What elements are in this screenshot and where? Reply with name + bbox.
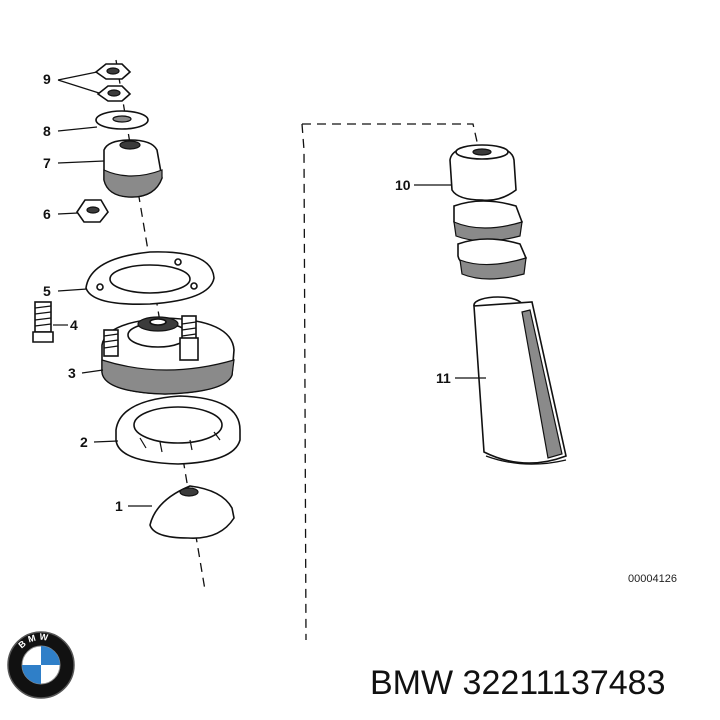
- svg-text:9: 9: [43, 71, 51, 87]
- callout-11: 11: [436, 370, 486, 386]
- part-9-nuts: [94, 63, 132, 102]
- part-3-mount: [101, 315, 235, 395]
- callout-5: 5: [43, 283, 88, 299]
- svg-text:8: 8: [43, 123, 51, 139]
- right-frame-vertical: [301, 123, 307, 641]
- callout-4: 4: [53, 317, 78, 333]
- bmw-logo-icon: BMW: [7, 631, 75, 699]
- svg-text:2: 2: [80, 434, 88, 450]
- part-5-gasket: [85, 251, 215, 305]
- svg-text:11: 11: [436, 370, 451, 386]
- part-2-ring: [115, 395, 241, 465]
- callout-10: 10: [395, 177, 452, 193]
- part-11-boot: [473, 296, 567, 465]
- part-4-bolt: [32, 301, 54, 343]
- svg-text:5: 5: [43, 283, 51, 299]
- part-8-washer: [95, 110, 149, 130]
- part-10-bumpstop: [449, 144, 528, 280]
- part-6-nut: [76, 199, 109, 223]
- callout-7: 7: [43, 155, 105, 171]
- callout-9: 9: [43, 71, 100, 94]
- right-frame-line: [302, 123, 479, 147]
- svg-text:7: 7: [43, 155, 51, 171]
- part-7-bump: [103, 139, 163, 198]
- callout-3: 3: [68, 365, 104, 381]
- callout-2: 2: [80, 434, 119, 450]
- svg-text:6: 6: [43, 206, 51, 222]
- svg-text:10: 10: [395, 177, 411, 193]
- product-title: BMW 32211137483: [370, 664, 666, 702]
- callout-8: 8: [43, 123, 98, 139]
- svg-text:4: 4: [70, 317, 78, 333]
- callout-1: 1: [115, 498, 152, 514]
- svg-text:1: 1: [115, 498, 123, 514]
- drawing-number: 00004126: [628, 573, 677, 585]
- callout-6: 6: [43, 206, 79, 222]
- part-1-cap: [149, 485, 235, 539]
- svg-text:3: 3: [68, 365, 76, 381]
